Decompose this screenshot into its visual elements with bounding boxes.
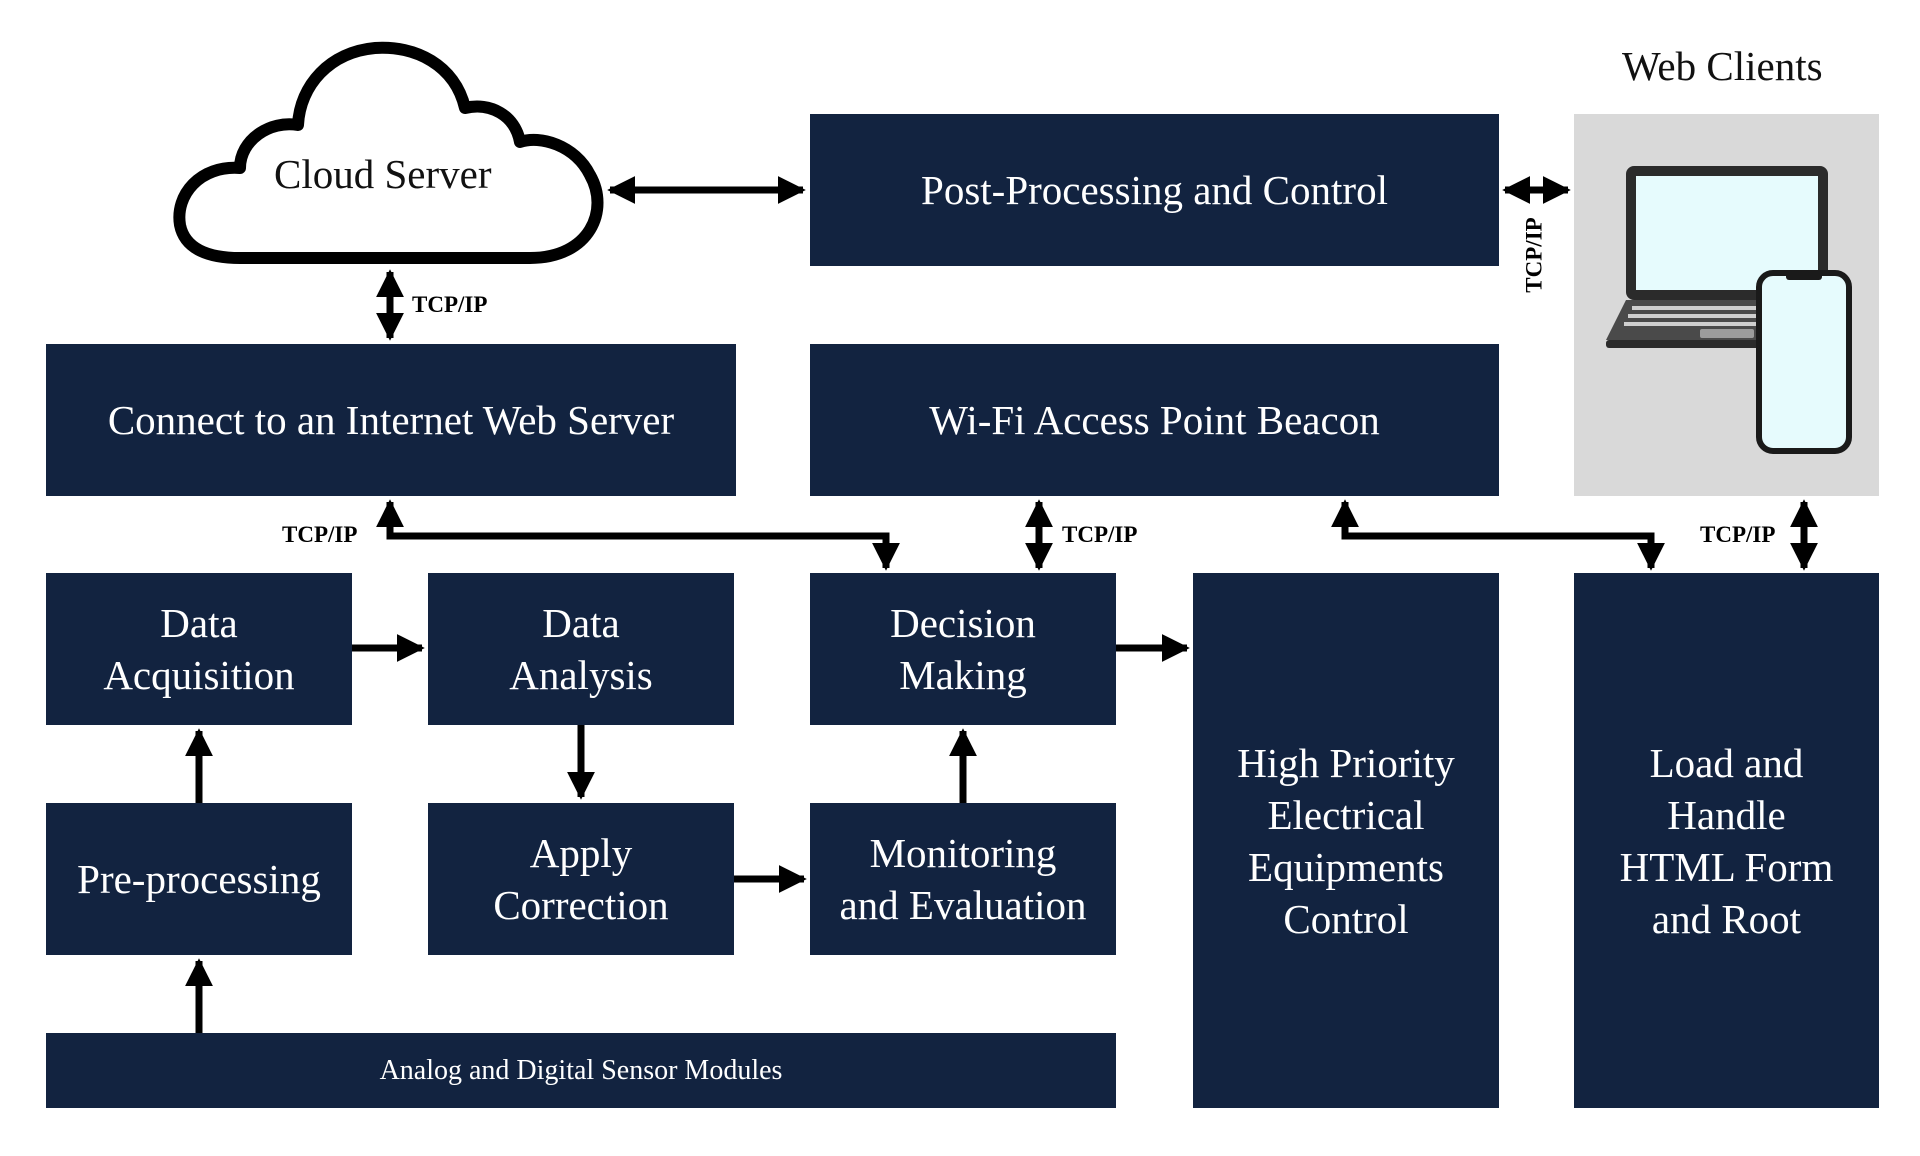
decision-making-box: Decision Making [810, 573, 1116, 725]
load-handle-html-box: Load and Handle HTML Form and Root [1574, 573, 1879, 1108]
tcp-label-wifi: TCP/IP [1062, 522, 1138, 547]
apply-correction-box: Apply Correction [428, 803, 734, 955]
pre-processing-box: Pre-processing [46, 803, 352, 955]
tcp-label-clients: TCP/IP [1700, 522, 1776, 547]
sensor-modules-box: Analog and Digital Sensor Modules [46, 1033, 1116, 1108]
smartphone-icon [1756, 270, 1852, 454]
cloud-server-label: Cloud Server [274, 151, 492, 197]
tcp-label-vertical: TCP/IP [1521, 217, 1547, 293]
data-acquisition-box: Data Acquisition [46, 573, 352, 725]
tcp-label-cloud: TCP/IP [412, 292, 488, 317]
arrow-connect-decision [376, 499, 900, 571]
data-analysis-box: Data Analysis [428, 573, 734, 725]
web-clients-panel [1574, 114, 1879, 496]
arrow-wifi-loadhandle [1331, 499, 1665, 571]
tcp-label-connect: TCP/IP [282, 522, 358, 547]
high-priority-control-box: High Priority Electrical Equipments Cont… [1193, 573, 1499, 1108]
monitoring-evaluation-box: Monitoring and Evaluation [810, 803, 1116, 955]
post-processing-box: Post-Processing and Control [810, 114, 1499, 266]
wifi-beacon-box: Wi-Fi Access Point Beacon [810, 344, 1499, 496]
cloud-icon [173, 41, 604, 264]
connect-web-server-box: Connect to an Internet Web Server [46, 344, 736, 496]
web-clients-title: Web Clients [1622, 43, 1823, 89]
